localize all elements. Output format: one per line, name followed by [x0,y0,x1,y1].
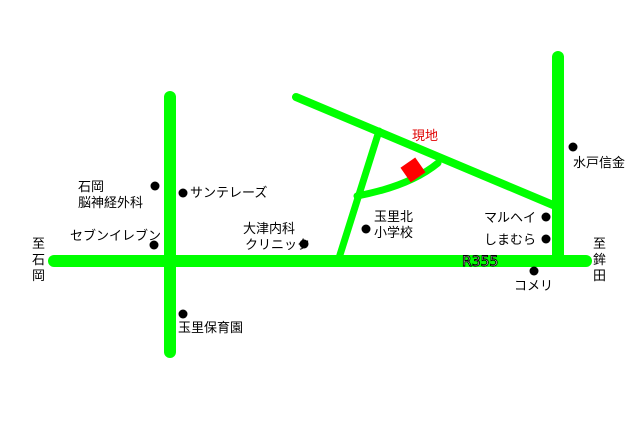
sun-terrace-label: サンテレーズ [190,185,267,201]
maruhei-marker [541,212,551,222]
ishioka-clinic-label-2: 脳神経外科 [78,196,143,211]
direction-right-char-2: 鉾 [593,253,606,268]
seven-eleven-label: セブンイレブン [70,228,161,244]
otsu-clinic-label-1: 大津内科 [243,221,295,237]
school-label-1: 玉里北 [374,210,413,225]
landmark-markers [149,142,578,319]
ishioka-clinic-label-1: 石岡 [78,180,104,195]
direction-hokota: 至 鉾 田 [593,237,606,284]
site-label: 現地 [412,129,438,144]
otsu-clinic-label-2: クリニック [245,238,310,253]
direction-right-char-1: 至 [593,237,606,252]
otsu-clinic-marker [299,239,309,249]
school-label-2: 小学校 [374,225,413,241]
sun-terrace-marker [178,188,188,198]
nursery-label: 玉里保育園 [178,320,243,336]
komeri-label: コメリ [514,279,553,294]
shimamura-label: しまむら [484,233,536,248]
komeri-marker [529,266,539,276]
direction-ishioka: 至 石 岡 [32,237,45,284]
school-marker [361,224,371,234]
direction-right-char-3: 田 [593,269,606,284]
maruhei-label: マルヘイ [484,211,536,226]
roads [48,51,592,358]
direction-left-char-2: 石 [32,253,45,268]
mito-shinkin-marker [568,142,578,152]
route-number-label: R355 [462,254,498,270]
direction-left-char-1: 至 [32,237,45,252]
shimamura-marker [541,234,551,244]
seven-eleven-marker [149,240,159,250]
ishioka-clinic-marker [150,181,160,191]
direction-left-char-3: 岡 [32,269,45,284]
site-marker [400,157,426,183]
diagonal-road [292,93,557,209]
mito-shinkin-label: 水戸信金 [573,155,625,171]
curved-side-road [353,159,442,200]
nursery-marker [178,309,188,319]
